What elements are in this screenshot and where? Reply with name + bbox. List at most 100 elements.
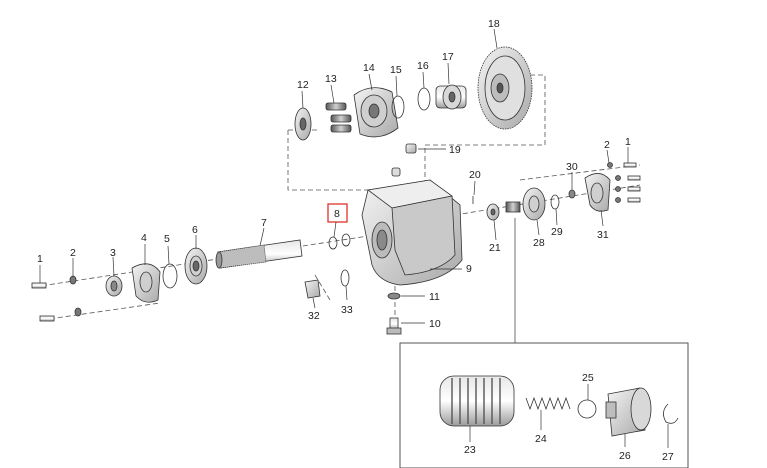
callout-7[interactable]: 7: [259, 217, 267, 247]
callout-32[interactable]: 32: [308, 297, 320, 322]
callout-2-right[interactable]: 2: [604, 139, 610, 164]
part-17-shaft-bearing: [435, 84, 467, 110]
part-12-seal-ring: [294, 107, 312, 141]
svg-text:30: 30: [566, 161, 578, 173]
part-27-snap-ring: [663, 403, 679, 424]
callout-33[interactable]: 33: [341, 285, 353, 316]
part-33-washer: [340, 269, 350, 287]
callout-13[interactable]: 13: [325, 73, 337, 104]
assembly-guide-lines: [33, 74, 641, 321]
svg-text:1: 1: [37, 253, 43, 265]
svg-text:1: 1: [625, 136, 631, 148]
svg-text:10: 10: [429, 318, 441, 330]
callout-16[interactable]: 16: [417, 60, 429, 89]
callout-3[interactable]: 3: [110, 247, 116, 277]
svg-text:33: 33: [341, 304, 353, 316]
callout-9[interactable]: 9: [430, 263, 472, 275]
callout-5[interactable]: 5: [164, 233, 170, 265]
part-3-seal: [105, 275, 123, 297]
callout-23[interactable]: 23: [464, 426, 476, 456]
callout-28[interactable]: 28: [533, 219, 545, 249]
svg-text:9: 9: [466, 263, 472, 275]
svg-text:11: 11: [429, 291, 440, 303]
svg-text:18: 18: [488, 18, 500, 30]
part-15-o-ring: [391, 95, 405, 119]
svg-text:29: 29: [551, 226, 563, 238]
callout-12[interactable]: 12: [297, 79, 309, 109]
svg-text:20: 20: [469, 169, 481, 181]
part-1-bolts-right: [623, 162, 641, 203]
callout-11[interactable]: 11: [401, 291, 440, 303]
part-5-o-ring: [162, 263, 178, 289]
svg-text:3: 3: [110, 247, 116, 259]
callout-24[interactable]: 24: [535, 410, 547, 445]
part-28-bearing: [522, 187, 546, 221]
part-4-end-cover: [131, 263, 161, 303]
part-23-spool: [439, 375, 515, 427]
part-9-main-housing: [361, 167, 463, 286]
svg-text:8: 8: [334, 208, 340, 220]
part-10-bolt: [386, 317, 402, 335]
part-16-o-ring: [417, 87, 431, 111]
svg-text:13: 13: [325, 73, 337, 85]
callout-17[interactable]: 17: [442, 51, 454, 85]
callout-30[interactable]: 30: [566, 161, 578, 190]
svg-text:2: 2: [70, 247, 76, 259]
part-8-ring: [328, 233, 351, 250]
part-2-washer-left: [69, 275, 82, 317]
svg-text:27: 27: [662, 451, 674, 463]
svg-text:15: 15: [390, 64, 402, 76]
part-21-washer: [486, 203, 500, 221]
svg-text:19: 19: [449, 144, 461, 156]
callout-20[interactable]: 20: [469, 169, 481, 196]
part-31-end-cover: [584, 173, 611, 212]
svg-text:25: 25: [582, 372, 594, 384]
svg-text:6: 6: [192, 224, 198, 236]
part-22-spring-small: [505, 201, 521, 213]
svg-text:21: 21: [489, 242, 501, 254]
callout-26[interactable]: 26: [619, 434, 631, 462]
part-19-plug: [405, 143, 417, 154]
callout-4[interactable]: 4: [141, 232, 147, 265]
callout-29[interactable]: 29: [551, 208, 563, 238]
callout-25[interactable]: 25: [582, 372, 594, 400]
svg-text:32: 32: [308, 310, 320, 322]
part-14-gear-pump: [353, 87, 399, 138]
callout-14[interactable]: 14: [363, 62, 375, 91]
callout-31[interactable]: 31: [597, 209, 609, 241]
svg-text:16: 16: [417, 60, 429, 72]
svg-text:12: 12: [297, 79, 309, 91]
part-1-bolt-left: [31, 282, 55, 322]
part-2-washers-right: [607, 162, 621, 203]
svg-text:7: 7: [261, 217, 267, 229]
svg-text:14: 14: [363, 62, 375, 74]
callout-21[interactable]: 21: [489, 219, 501, 254]
callout-27[interactable]: 27: [662, 424, 674, 463]
part-7-splined-shaft: [215, 239, 303, 269]
callout-2-left[interactable]: 2: [70, 247, 76, 277]
part-26-sleeve: [605, 387, 652, 437]
svg-text:28: 28: [533, 237, 545, 249]
svg-text:2: 2: [604, 139, 610, 151]
part-25-ball: [577, 399, 597, 419]
callout-18[interactable]: 18: [488, 18, 500, 49]
svg-text:5: 5: [164, 233, 170, 245]
callout-15[interactable]: 15: [390, 64, 402, 97]
svg-text:24: 24: [535, 433, 547, 445]
part-24-spring: [525, 396, 571, 411]
part-13-pins: [325, 102, 352, 133]
callout-10[interactable]: 10: [401, 318, 441, 330]
callout-8-highlighted[interactable]: 8: [327, 203, 348, 238]
part-18-large-gear: [477, 46, 533, 130]
svg-text:4: 4: [141, 232, 147, 244]
callout-labels: 1 1 2 2 3 4 5 6: [37, 18, 674, 463]
part-29-o-ring: [550, 194, 560, 210]
part-32-plug: [304, 279, 321, 299]
callout-19[interactable]: 19: [418, 144, 461, 156]
part-6-bearing: [184, 247, 208, 285]
callout-6[interactable]: 6: [192, 224, 198, 249]
part-11-washer: [387, 292, 401, 300]
callout-1-right[interactable]: 1: [625, 136, 631, 163]
callout-1-left[interactable]: 1: [37, 253, 43, 283]
